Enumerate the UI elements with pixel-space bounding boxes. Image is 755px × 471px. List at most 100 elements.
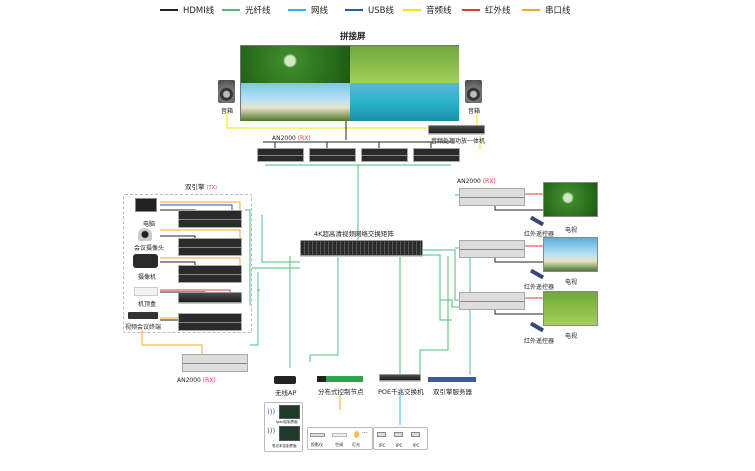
receiver-device	[361, 148, 408, 162]
tv-label: 电视	[565, 227, 578, 234]
computer-icon	[135, 198, 157, 212]
source-label: 摄像机	[138, 274, 157, 281]
controlled-devices-box	[307, 427, 373, 450]
poe-label: POE千兆交换机	[378, 388, 424, 396]
video-matrix-switch	[300, 240, 423, 256]
right-rx-label: AN2000 (RX)	[457, 178, 496, 185]
speaker-icon	[465, 80, 482, 103]
legend-usb: USB线	[345, 4, 394, 16]
tv-label: 电视	[565, 333, 578, 340]
legend-fiber: 光纤线	[222, 4, 271, 16]
legend-ir: 红外线	[462, 4, 511, 16]
remote-label: 红外遥控器	[524, 231, 555, 238]
server-label: 双引擎服务器	[433, 388, 472, 396]
ipc-camera-icon	[394, 432, 403, 437]
rx-tag: (RX)	[482, 178, 496, 185]
remote-label: 红外遥控器	[524, 284, 555, 291]
ipc-camera-icon	[411, 432, 420, 437]
tx-tag: (TX)	[206, 185, 217, 191]
control-label: 投影仪	[311, 442, 323, 447]
speaker-icon	[218, 80, 235, 103]
control-label: 灯光	[352, 442, 360, 447]
tx-name: 双引擎	[185, 183, 205, 191]
legend-label: 红外线	[485, 6, 511, 16]
left-rx-label: AN2000 (RX)	[177, 377, 216, 384]
legend-serial: 串口线	[522, 4, 571, 16]
tx-title: 双引擎 (TX)	[185, 181, 217, 191]
rx-name: AN2000	[457, 178, 481, 185]
legend-hdmi: HDMI线	[160, 4, 214, 16]
rx-device	[459, 292, 525, 310]
receiver-device	[257, 148, 304, 162]
poe-switch-device	[379, 374, 421, 381]
ipad-label: Ipad控制界面	[276, 420, 298, 424]
amp-label: 音频处理功放一体机	[431, 138, 486, 145]
source-label: 电脑	[143, 221, 156, 228]
legend-label: USB线	[368, 6, 394, 16]
projector-icon	[310, 433, 325, 437]
tx-device	[178, 292, 242, 303]
audio-amplifier	[428, 125, 485, 134]
tx-device	[178, 210, 242, 228]
screen-panel	[241, 83, 350, 121]
rx-device-left	[182, 354, 248, 372]
receiver-device	[309, 148, 356, 162]
tv-screen	[543, 237, 598, 272]
tx-device	[178, 265, 242, 283]
ipad-icon	[279, 405, 300, 419]
control-node-device	[317, 376, 363, 382]
laptop-label: 笔记本控制界面	[272, 444, 297, 448]
rx-device	[459, 188, 525, 206]
source-label: 会议摄像头	[134, 245, 165, 252]
rx-name: AN2000	[177, 377, 201, 384]
ipc-label: IPC	[396, 443, 403, 448]
tx-group-box	[123, 194, 252, 333]
control-ui-box	[264, 402, 303, 452]
node-label: 分布式控制节点	[318, 388, 364, 396]
rx-tag: (RX)	[202, 377, 216, 384]
ap-label: 无线AP	[275, 389, 297, 397]
laptop-icon	[279, 426, 300, 441]
ipc-label: IPC	[413, 443, 420, 448]
source-label: 机顶盒	[138, 301, 157, 308]
speaker-label: 音箱	[221, 108, 234, 115]
conference-camera-icon	[138, 228, 152, 241]
tx-device	[178, 238, 242, 256]
screen-panel	[350, 46, 459, 83]
legend-audio: 音频线	[403, 4, 452, 16]
screen-panel	[350, 83, 459, 121]
air-conditioner-icon	[332, 433, 347, 437]
rx-tag: (RX)	[297, 135, 311, 142]
ipc-box	[373, 427, 428, 450]
set-top-box-icon	[134, 287, 158, 296]
source-label: 视频会议终端	[125, 324, 162, 331]
wifi-icon: )))	[267, 408, 276, 416]
legend-network: 网线	[288, 4, 328, 16]
speaker-label: 音箱	[468, 108, 481, 115]
legend-label: 串口线	[545, 6, 571, 16]
tx-device	[178, 313, 242, 331]
tv-screen	[543, 291, 598, 326]
screen-panel	[241, 46, 350, 83]
video-wall-title: 拼接屏	[340, 32, 366, 42]
wifi-icon: )))	[267, 427, 276, 435]
legend-label: HDMI线	[183, 6, 215, 16]
more-icon: ···	[362, 430, 368, 437]
tv-label: 电视	[565, 279, 578, 286]
matrix-label: 4K超高清视频网络交换矩阵	[314, 230, 394, 238]
video-wall	[240, 45, 459, 121]
ipc-camera-icon	[377, 432, 386, 437]
tv-screen	[543, 182, 598, 217]
video-conference-terminal-icon	[128, 312, 158, 319]
receiver-device	[413, 148, 460, 162]
legend-label: 光纤线	[245, 6, 271, 16]
legend-label: 音频线	[426, 6, 452, 16]
legend-label: 网线	[311, 6, 329, 16]
server-device	[428, 377, 476, 382]
rx-name: AN2000	[272, 135, 296, 142]
camcorder-icon	[133, 254, 158, 268]
ipc-label: IPC	[379, 443, 386, 448]
remote-label: 红外遥控器	[524, 338, 555, 345]
wireless-ap-icon	[274, 376, 296, 384]
control-label: 空调	[335, 442, 343, 447]
